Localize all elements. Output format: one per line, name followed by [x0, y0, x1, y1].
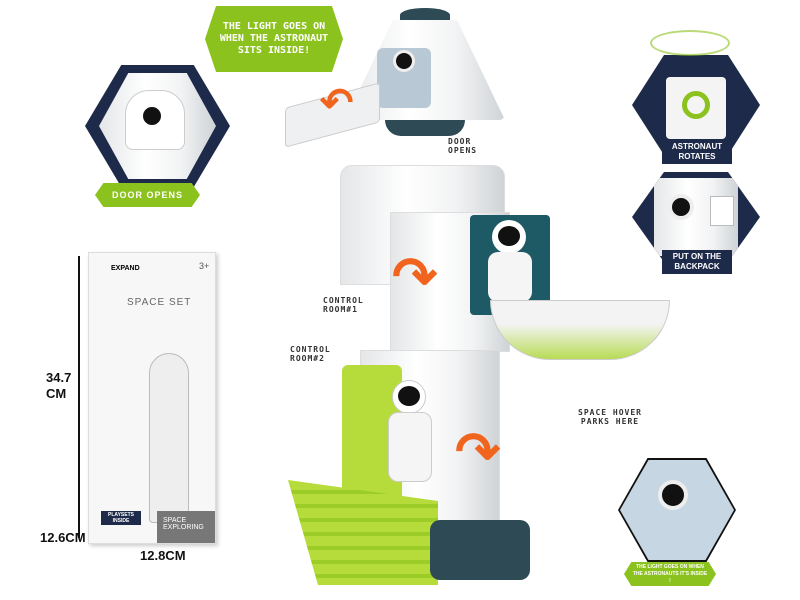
box-footer: SPACE EXPLORING	[157, 511, 215, 543]
depth-dimension: 12.6CM	[40, 530, 86, 545]
light-inside-label: THE LIGHT GOES ON WHEN THE ASTRONAUTS IT…	[624, 562, 716, 586]
door-opens-hex-image	[85, 65, 230, 187]
astronaut-rotates-label: ASTRONAUT ROTATES	[662, 140, 732, 164]
box-brand: EXPAND	[111, 265, 140, 272]
rotate-arrow-icon-1: ↷	[392, 247, 438, 307]
height-dimension: 34.7 CM	[46, 370, 72, 401]
door-opens-capsule-label: DOOR OPENS	[448, 137, 478, 155]
box-title: SPACE SET	[127, 297, 192, 308]
hover-parks-label: SPACE HOVER PARKS HERE	[578, 408, 642, 426]
door-arrow-icon: ↶	[320, 81, 354, 125]
light-inside-image	[618, 458, 736, 562]
light-callout-bubble: THE LIGHT GOES ON WHEN THE ASTRONAUT SIT…	[205, 6, 343, 72]
space-hover-vehicle	[490, 300, 670, 360]
station-base	[430, 520, 530, 580]
width-dimension: 12.8CM	[140, 548, 186, 563]
ramp-stairs	[288, 480, 438, 585]
box-badge: PLAYSETS INSIDE	[101, 511, 141, 525]
astronaut-figure-2	[380, 380, 440, 490]
product-box: EXPAND 3+ SPACE SET PLAYSETS INSIDE SPAC…	[88, 252, 216, 544]
control-room-2-label: CONTROL ROOM#2	[290, 345, 331, 363]
backpack-label: PUT ON THE BACKPACK	[662, 250, 732, 274]
door-opens-label: DOOR OPENS	[95, 183, 200, 207]
rotate-arrow-icon-2: ↶	[455, 422, 501, 482]
rotating-astronauts-image	[650, 30, 730, 56]
control-room-1-label: CONTROL ROOM#1	[323, 296, 364, 314]
backpack-image	[632, 172, 760, 262]
box-age: 3+	[199, 261, 210, 271]
astronaut-figure-1	[480, 220, 540, 310]
